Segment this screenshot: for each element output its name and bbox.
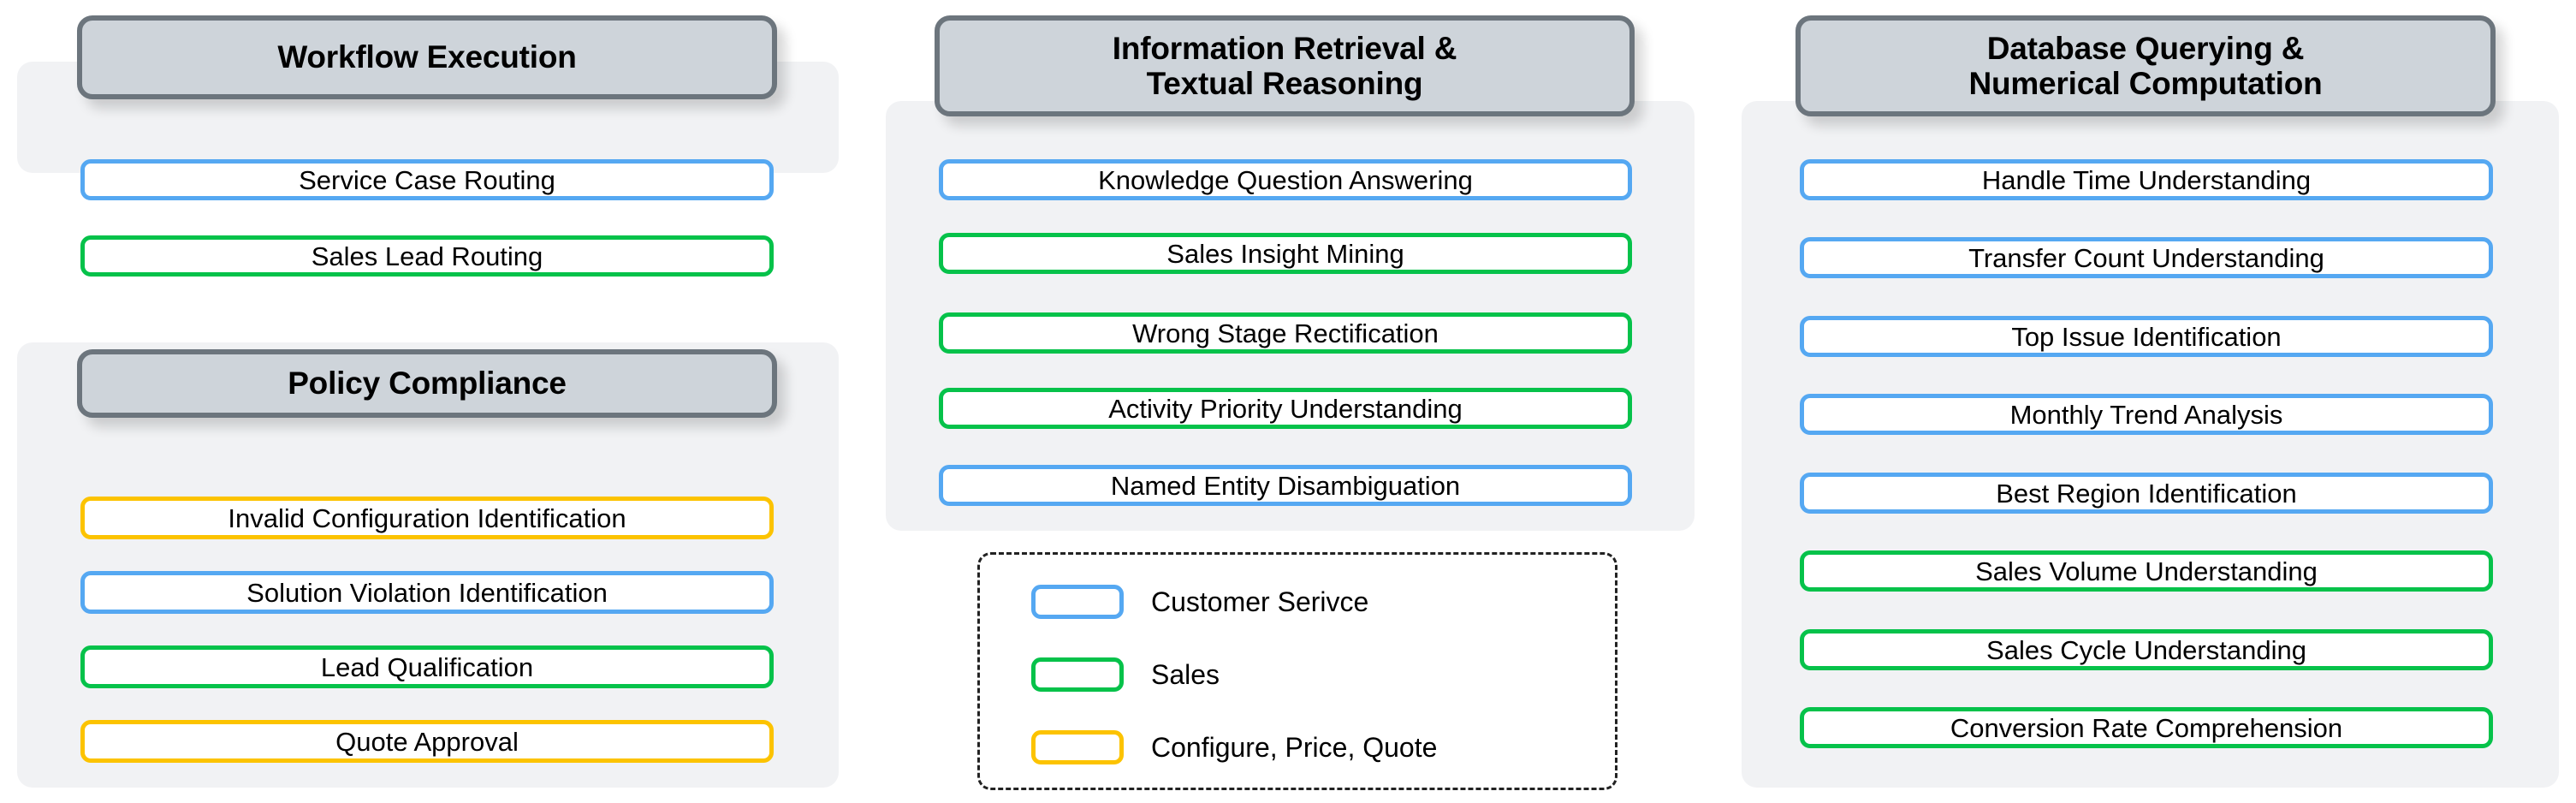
task-pill-sales-volume-understanding[interactable]: Sales Volume Understanding [1800,550,2493,592]
task-label: Named Entity Disambiguation [1110,470,1461,501]
group-title: Information Retrieval & Textual Reasonin… [1104,31,1465,102]
task-label: Wrong Stage Rectification [1132,318,1439,348]
task-label: Sales Insight Mining [1166,238,1404,269]
task-pill-transfer-count-understanding[interactable]: Transfer Count Understanding [1800,237,2493,278]
group-title: Workflow Execution [277,39,577,75]
task-pill-handle-time-understanding[interactable]: Handle Time Understanding [1800,159,2493,200]
task-pill-best-region-identification[interactable]: Best Region Identification [1800,473,2493,514]
task-label: Sales Volume Understanding [1975,556,2318,586]
legend-swatch-icon [1031,585,1124,619]
group-title: Policy Compliance [288,366,567,402]
task-label: Service Case Routing [299,164,555,195]
task-label: Activity Priority Understanding [1108,393,1463,424]
task-label: Quote Approval [335,726,519,757]
task-pill-named-entity-disambiguation[interactable]: Named Entity Disambiguation [939,465,1632,506]
group-title-line-2: Numerical Computation [1968,66,2323,101]
legend-label: Customer Serivce [1151,586,1369,617]
task-label: Best Region Identification [1996,478,2297,509]
legend-swatch-icon [1031,730,1124,764]
task-label: Sales Cycle Understanding [1986,634,2306,665]
legend-swatch-icon [1031,657,1124,692]
group-title-line-1: Database Querying & [1986,30,2305,66]
task-pill-wrong-stage-rectification[interactable]: Wrong Stage Rectification [939,312,1632,354]
group-panel-database-querying [1742,101,2559,788]
task-label: Top Issue Identification [2011,321,2282,352]
task-label: Handle Time Understanding [1981,164,2312,195]
group-header-workflow-execution: Workflow Execution [77,15,777,99]
task-label: Transfer Count Understanding [1968,242,2324,273]
task-label: Solution Violation Identification [246,577,608,608]
task-pill-lead-qualification[interactable]: Lead Qualification [80,645,774,688]
task-label: Sales Lead Routing [311,241,543,271]
task-pill-sales-insight-mining[interactable]: Sales Insight Mining [939,233,1632,274]
task-pill-conversion-rate-comprehension[interactable]: Conversion Rate Comprehension [1800,707,2493,748]
task-pill-monthly-trend-analysis[interactable]: Monthly Trend Analysis [1800,394,2493,435]
task-pill-quote-approval[interactable]: Quote Approval [80,720,774,763]
task-label: Lead Qualification [320,651,534,682]
task-pill-solution-violation-identification[interactable]: Solution Violation Identification [80,571,774,614]
task-label: Knowledge Question Answering [1098,164,1473,195]
task-pill-activity-priority-understanding[interactable]: Activity Priority Understanding [939,388,1632,429]
group-title: Database Querying & Numerical Computatio… [1960,31,2330,102]
legend-item-cpq: Configure, Price, Quote [1031,730,1437,764]
group-title-line-2: Textual Reasoning [1146,66,1423,101]
task-pill-sales-lead-routing[interactable]: Sales Lead Routing [80,235,774,277]
task-label: Monthly Trend Analysis [2009,399,2283,430]
legend-box: Customer Serivce Sales Configure, Price,… [977,552,1617,790]
task-label: Invalid Configuration Identification [228,503,626,533]
group-title-line-1: Information Retrieval & [1112,30,1457,66]
legend-item-sales: Sales [1031,657,1220,692]
legend-label: Configure, Price, Quote [1151,731,1438,763]
task-pill-invalid-configuration-identification[interactable]: Invalid Configuration Identification [80,497,774,539]
task-pill-sales-cycle-understanding[interactable]: Sales Cycle Understanding [1800,629,2493,670]
task-label: Conversion Rate Comprehension [1950,712,2343,743]
task-pill-service-case-routing[interactable]: Service Case Routing [80,159,774,200]
group-header-policy-compliance: Policy Compliance [77,349,777,418]
task-pill-knowledge-question-answering[interactable]: Knowledge Question Answering [939,159,1632,200]
group-header-database-querying: Database Querying & Numerical Computatio… [1795,15,2496,116]
legend-label: Sales [1151,658,1220,690]
legend-item-customer-service: Customer Serivce [1031,585,1368,619]
group-header-information-retrieval: Information Retrieval & Textual Reasonin… [935,15,1635,116]
task-pill-top-issue-identification[interactable]: Top Issue Identification [1800,316,2493,357]
